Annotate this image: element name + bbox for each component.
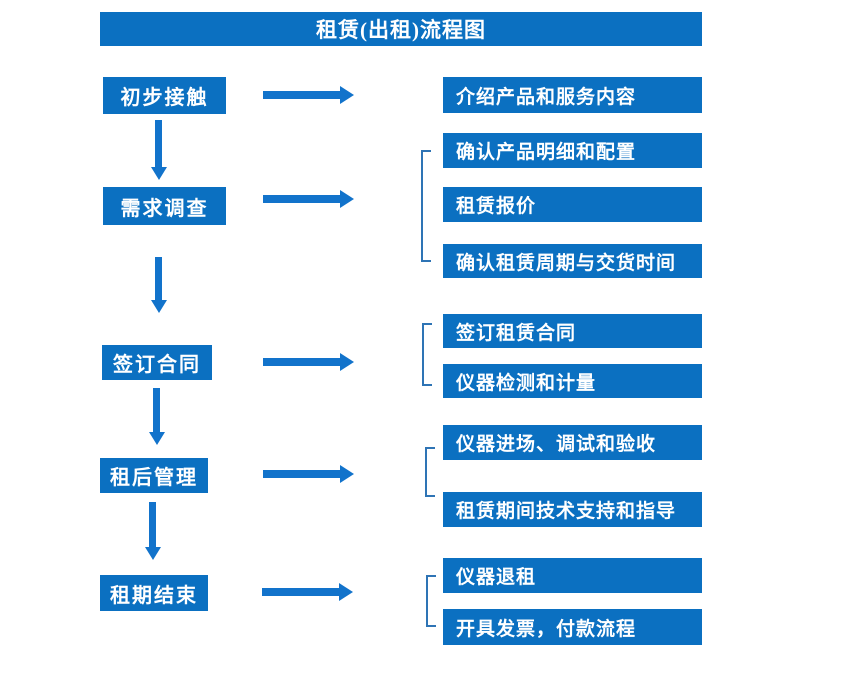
detail-instrument-return: 仪器退租 xyxy=(443,558,702,593)
step-sign-contract: 签订合同 xyxy=(102,345,212,380)
arrow-right-icon-2 xyxy=(263,195,340,203)
arrow-right-icon-4 xyxy=(263,470,340,478)
bracket-group-lease-end xyxy=(426,575,436,627)
step-demand-survey: 需求调查 xyxy=(103,187,226,225)
bracket-group-demand-survey xyxy=(421,150,431,262)
bracket-group-post-rental xyxy=(425,447,435,497)
detail-tech-support: 租赁期间技术支持和指导 xyxy=(443,492,702,527)
detail-introduce-products: 介绍产品和服务内容 xyxy=(443,77,702,113)
arrow-right-icon-3 xyxy=(263,358,340,366)
detail-sign-rental-contract: 签订租赁合同 xyxy=(443,314,702,348)
step-lease-end: 租期结束 xyxy=(100,575,208,611)
flowchart-title: 租赁(出租)流程图 xyxy=(100,12,702,46)
arrow-down-icon-3 xyxy=(153,388,160,432)
arrow-down-icon-2 xyxy=(155,257,162,300)
arrow-down-icon-1 xyxy=(155,120,162,167)
step-post-rental-management: 租后管理 xyxy=(100,458,208,493)
detail-instrument-setup-acceptance: 仪器进场、调试和验收 xyxy=(443,425,702,460)
arrow-right-icon-5 xyxy=(262,588,339,596)
detail-confirm-rental-period: 确认租赁周期与交货时间 xyxy=(443,244,702,278)
detail-rental-quote: 租赁报价 xyxy=(443,187,702,222)
arrow-right-icon-1 xyxy=(263,91,340,99)
step-initial-contact: 初步接触 xyxy=(103,77,226,114)
detail-instrument-testing: 仪器检测和计量 xyxy=(443,364,702,398)
detail-confirm-product-details: 确认产品明细和配置 xyxy=(443,133,702,168)
arrow-down-icon-4 xyxy=(149,502,156,547)
bracket-group-sign-contract xyxy=(422,323,432,386)
detail-invoice-payment: 开具发票，付款流程 xyxy=(443,609,702,645)
